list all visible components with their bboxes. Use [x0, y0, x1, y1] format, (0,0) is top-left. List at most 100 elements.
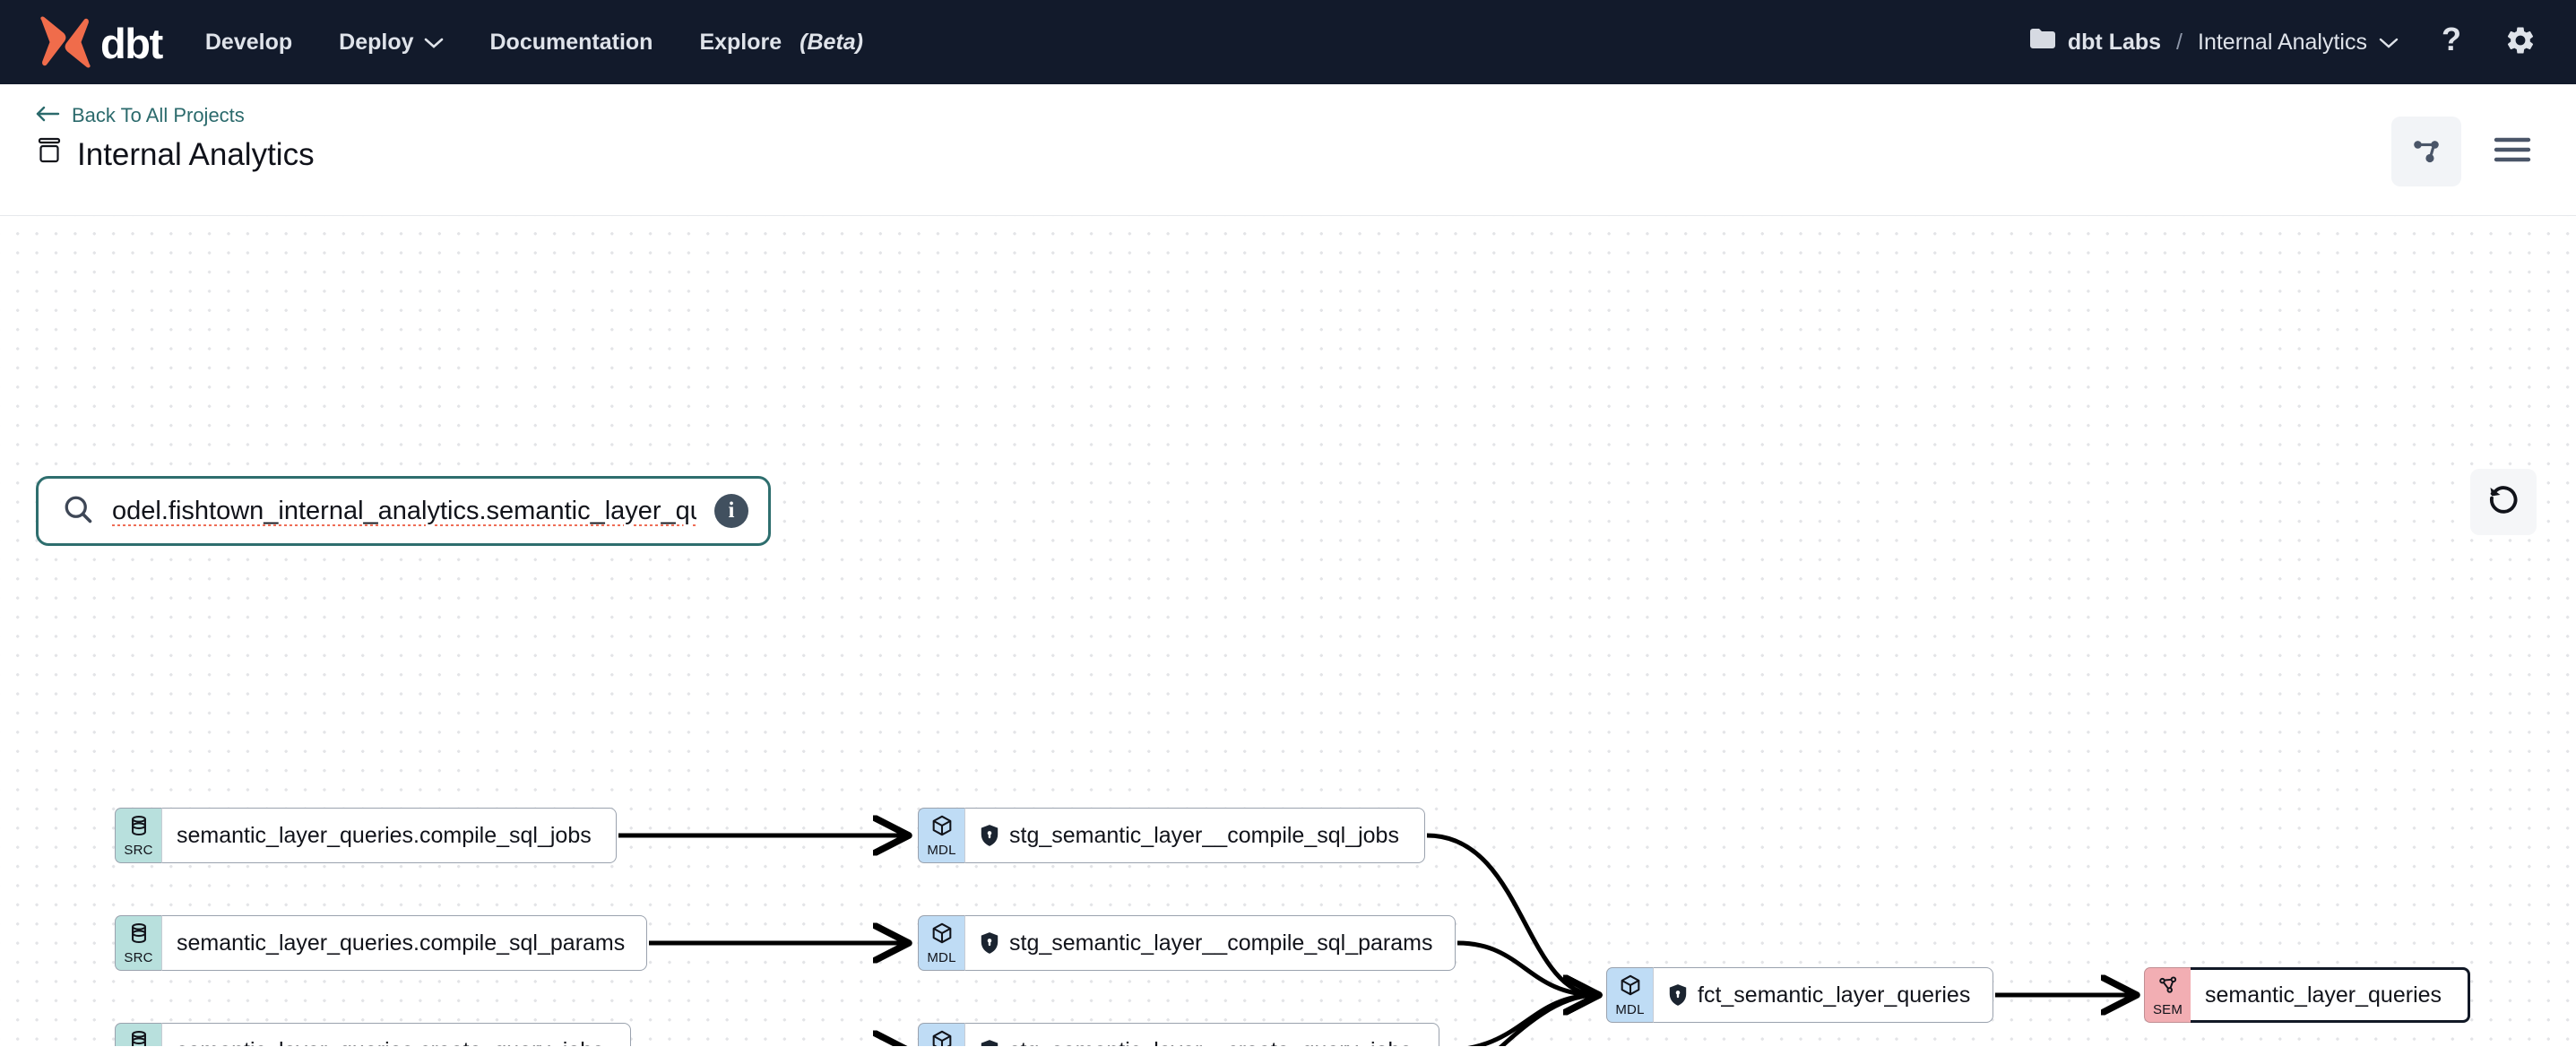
question-mark-icon: ? — [2440, 21, 2463, 62]
database-cylinder-icon — [127, 1029, 151, 1046]
node-type-label: MDL — [1615, 1002, 1645, 1017]
page-title: Internal Analytics — [36, 136, 2537, 173]
settings-button[interactable] — [2504, 24, 2537, 61]
node-label: semantic_layer_queries.compile_sql_jobs — [177, 822, 592, 848]
node-label: stg_semantic_layer__compile_sql_params — [1009, 930, 1433, 956]
search-icon — [62, 493, 94, 530]
semantic-graph-icon — [2157, 973, 2180, 1001]
node-type-label: SRC — [124, 950, 153, 965]
cube-icon — [1619, 973, 1642, 1001]
project-subheader: Back To All Projects Internal Analytics — [0, 84, 2576, 216]
node-type-badge-sem: SEM — [2144, 967, 2191, 1023]
shield-icon — [980, 1039, 999, 1046]
primary-nav: Develop Deploy Documentation Explore (Be… — [205, 30, 863, 56]
brand-wordmark: dbt — [100, 19, 163, 67]
dbt-brand[interactable]: dbt — [36, 13, 163, 72]
node-type-badge-mdl: MDL — [918, 1023, 964, 1046]
node-type-badge-mdl: MDL — [918, 915, 964, 971]
node-body[interactable]: semantic_layer_queries — [2191, 967, 2470, 1023]
arrow-left-icon — [36, 104, 61, 127]
account-org-label: dbt Labs — [2067, 29, 2162, 55]
edge-mdl2-fct — [1457, 940, 1597, 995]
lineage-node-mdl[interactable]: MDL stg_semantic_layer__compile_sql_jobs — [918, 808, 1425, 863]
lineage-node-mdl[interactable]: MDL stg_semantic_layer__create_query_job… — [918, 1023, 1439, 1046]
nav-beta-tag: (Beta) — [800, 29, 863, 55]
nav-label: Documentation — [489, 29, 653, 55]
reset-view-button[interactable] — [2470, 469, 2537, 535]
node-type-badge-src: SRC — [115, 1023, 161, 1046]
node-label: fct_semantic_layer_queries — [1698, 982, 1971, 1008]
lineage-node-fct[interactable]: MDL fct_semantic_layer_queries — [1606, 967, 1993, 1023]
node-body[interactable]: stg_semantic_layer__compile_sql_jobs — [964, 808, 1425, 863]
edge-mdl1-fct — [1426, 833, 1597, 995]
account-project-label: Internal Analytics — [2198, 29, 2367, 55]
nav-item-explore[interactable]: Explore (Beta) — [699, 30, 863, 56]
hamburger-menu-icon — [2493, 134, 2532, 169]
node-type-label: SRC — [124, 843, 153, 858]
cube-icon — [930, 922, 954, 949]
node-body[interactable]: fct_semantic_layer_queries — [1653, 967, 1993, 1023]
node-type-label: SEM — [2152, 1002, 2183, 1017]
lineage-node-src[interactable]: SRC semantic_layer_queries.create_query_… — [115, 1023, 631, 1046]
node-type-label: MDL — [927, 950, 956, 965]
subheader-actions — [2391, 117, 2537, 186]
database-cylinder-icon — [127, 922, 151, 949]
lineage-graph-icon — [2409, 133, 2443, 171]
shield-icon — [1668, 983, 1688, 1007]
lineage-node-src[interactable]: SRC semantic_layer_queries.compile_sql_p… — [115, 915, 647, 971]
folder-icon — [2029, 28, 2056, 56]
lineage-node-sem-selected[interactable]: SEM semantic_layer_queries — [2144, 967, 2470, 1023]
nav-item-deploy[interactable]: Deploy — [339, 30, 443, 56]
help-button[interactable]: ? — [2440, 21, 2463, 62]
search-input[interactable]: odel.fishtown_internal_analytics.semanti… — [112, 496, 696, 525]
lineage-edges — [618, 216, 2576, 1046]
account-org[interactable]: dbt Labs — [2029, 28, 2161, 56]
nav-item-documentation[interactable]: Documentation — [490, 30, 653, 56]
reset-view-icon — [2485, 482, 2521, 523]
node-type-badge-src: SRC — [115, 915, 161, 971]
page-title-label: Internal Analytics — [77, 136, 315, 172]
node-type-badge-mdl: MDL — [1606, 967, 1653, 1023]
database-cylinder-icon — [127, 814, 151, 842]
top-navigation-bar: dbt Develop Deploy Documentation Explore… — [0, 0, 2576, 84]
node-type-label: MDL — [927, 843, 956, 858]
database-archive-icon — [36, 136, 63, 173]
node-body[interactable]: semantic_layer_queries.create_query_jobs — [161, 1023, 631, 1046]
chevron-down-icon — [2379, 30, 2399, 56]
chevron-down-icon — [424, 30, 444, 56]
lineage-node-mdl[interactable]: MDL stg_semantic_layer__compile_sql_para… — [918, 915, 1456, 971]
svg-text:?: ? — [2442, 23, 2461, 57]
node-body[interactable]: stg_semantic_layer__create_query_jobs — [964, 1023, 1439, 1046]
back-to-all-projects-link[interactable]: Back To All Projects — [36, 104, 245, 127]
node-type-badge-src: SRC — [115, 808, 161, 863]
lineage-canvas[interactable]: odel.fishtown_internal_analytics.semanti… — [0, 216, 2576, 1046]
node-label: semantic_layer_queries.compile_sql_param… — [177, 930, 626, 956]
account-separator: / — [2176, 29, 2183, 55]
lineage-view-button[interactable] — [2391, 117, 2461, 186]
nav-label: Explore — [699, 29, 782, 55]
account-area: dbt Labs / Internal Analytics ? — [2029, 21, 2537, 62]
shield-icon — [980, 931, 999, 955]
edge-mdl4-fct — [1498, 995, 1597, 1046]
node-type-badge-mdl: MDL — [918, 808, 964, 863]
search-box[interactable]: odel.fishtown_internal_analytics.semanti… — [36, 476, 771, 546]
back-link-label: Back To All Projects — [72, 104, 245, 126]
node-label: stg_semantic_layer__create_query_jobs — [1009, 1038, 1412, 1047]
edge-mdl3-fct — [1467, 995, 1597, 1046]
node-label: stg_semantic_layer__compile_sql_jobs — [1009, 822, 1399, 848]
node-label: semantic_layer_queries — [2205, 982, 2442, 1008]
dbt-logo-icon — [36, 13, 95, 72]
cube-icon — [930, 814, 954, 842]
node-body[interactable]: semantic_layer_queries.compile_sql_jobs — [161, 808, 617, 863]
nav-label: Develop — [204, 29, 293, 55]
nav-item-develop[interactable]: Develop — [205, 30, 292, 56]
node-body[interactable]: stg_semantic_layer__compile_sql_params — [964, 915, 1456, 971]
nav-label: Deploy — [339, 29, 414, 55]
gear-icon — [2504, 24, 2537, 61]
account-project-selector[interactable]: Internal Analytics — [2198, 30, 2399, 56]
info-icon[interactable]: i — [714, 494, 748, 528]
shield-icon — [980, 824, 999, 847]
node-body[interactable]: semantic_layer_queries.compile_sql_param… — [161, 915, 647, 971]
menu-button[interactable] — [2488, 127, 2537, 176]
lineage-node-src[interactable]: SRC semantic_layer_queries.compile_sql_j… — [115, 808, 617, 863]
